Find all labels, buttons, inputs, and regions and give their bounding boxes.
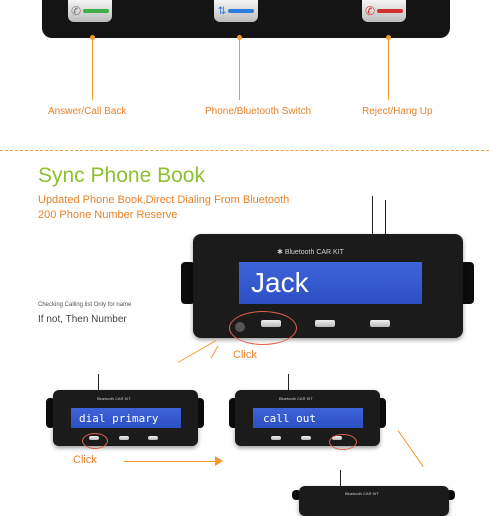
right-kit-right-knob[interactable]: [377, 398, 386, 428]
right-car-kit: Bluetooth CAR KIT call out: [235, 390, 380, 446]
right-kit-antenna: [288, 374, 289, 400]
left-kit-display: dial primary: [71, 408, 181, 428]
left-kit-antenna: [98, 374, 99, 400]
main-kit-antenna-1: [372, 196, 373, 236]
left-kit-brand: Bluetooth CAR KIT: [97, 396, 131, 401]
main-kit-left-knob[interactable]: [181, 262, 195, 304]
bottom-kit-left-knob[interactable]: [292, 490, 301, 500]
switch-icon: ⇅: [218, 6, 255, 17]
left-kit-switch-button[interactable]: [119, 436, 129, 440]
reject-icon: ✆: [365, 4, 404, 18]
left-kit-reject-button[interactable]: [148, 436, 158, 440]
right-kit-answer-button[interactable]: [271, 436, 281, 440]
section-line-2: 200 Phone Number Reserve: [38, 209, 178, 221]
switch-callout-dot: [237, 35, 242, 40]
answer-icon: ✆: [71, 4, 110, 18]
switch-callout-line: [239, 38, 240, 100]
bottom-kit-brand: Bluetooth CAR KIT: [345, 491, 379, 496]
main-kit-antenna-2: [385, 200, 386, 236]
right-kit-switch-button[interactable]: [301, 436, 311, 440]
reject-button[interactable]: ✆: [362, 0, 406, 22]
switch-button[interactable]: ⇅: [214, 0, 258, 22]
left-click-label: Click: [73, 454, 97, 466]
main-kit-right-knob[interactable]: [460, 262, 474, 304]
main-click-label: Click: [233, 349, 257, 361]
bottom-kit-antenna: [340, 470, 341, 492]
arrow-left-to-right: [124, 461, 219, 462]
checking-note: Checking Calling list Only for name: [38, 302, 132, 308]
arrow-left-to-right-head: [215, 456, 223, 466]
right-kit-left-knob[interactable]: [229, 398, 238, 428]
main-kit-reject-button[interactable]: [370, 320, 390, 327]
if-not-note: If not, Then Number: [38, 314, 127, 325]
main-kit-brand: ✱ Bluetooth CAR KIT: [277, 249, 344, 256]
reject-callout-line: [388, 38, 389, 100]
left-kit-right-knob[interactable]: [195, 398, 204, 428]
answer-label: Answer/Call Back: [48, 106, 127, 117]
left-click-highlight: [82, 433, 108, 449]
main-kit-display: Jack: [239, 262, 422, 304]
section-line-1: Updated Phone Book,Direct Dialing From B…: [38, 194, 290, 206]
arrow-to-bottom-kit: [397, 430, 424, 467]
main-click-highlight: [229, 311, 297, 345]
answer-callout-dot: [90, 35, 95, 40]
reject-label: Reject/Hang Up: [362, 106, 433, 117]
switch-label: Phone/Bluetooth Switch: [205, 106, 312, 117]
arrow-to-left-kit: [177, 340, 217, 363]
main-kit-switch-button[interactable]: [315, 320, 335, 327]
main-click-pointer: [210, 345, 219, 359]
answer-button[interactable]: ✆: [68, 0, 112, 22]
answer-callout-line: [92, 38, 93, 100]
bottom-car-kit: Bluetooth CAR KIT: [299, 486, 449, 516]
left-kit-left-knob[interactable]: [46, 398, 55, 428]
right-kit-display: call out: [253, 408, 363, 428]
bluetooth-icon: ✱: [277, 249, 285, 256]
device-top-strip: ✆ ⇅ ✆: [42, 0, 450, 38]
right-click-highlight: [329, 434, 357, 450]
bottom-kit-right-knob[interactable]: [446, 490, 455, 500]
right-kit-brand: Bluetooth CAR KIT: [279, 396, 313, 401]
left-car-kit: Bluetooth CAR KIT dial primary: [53, 390, 198, 446]
reject-callout-dot: [386, 35, 391, 40]
section-divider: [0, 150, 489, 151]
section-title: Sync Phone Book: [38, 164, 205, 187]
